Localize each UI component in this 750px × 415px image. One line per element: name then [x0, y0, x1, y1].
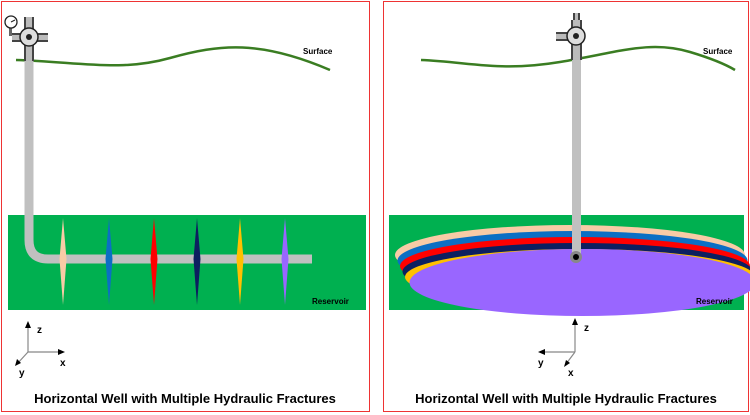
- y-arrow-icon: [15, 359, 21, 366]
- axis-z-label: z: [584, 323, 589, 334]
- fracture-6: [409, 249, 750, 316]
- surface-label: Surface: [303, 47, 333, 56]
- caption-right: Horizontal Well with Multiple Hydraulic …: [415, 391, 717, 406]
- wellhead-icon: [12, 17, 48, 61]
- wellbore: [24, 42, 312, 264]
- fracture-4: [193, 218, 201, 305]
- axis-y-label: y: [538, 358, 544, 369]
- reservoir-label: Reservoir: [696, 297, 733, 306]
- surface-label: Surface: [703, 47, 733, 56]
- z-arrow-icon: [25, 321, 31, 328]
- wellbore-hole-icon: [573, 254, 579, 260]
- x-arrow-icon: [564, 360, 570, 367]
- fracture-6: [281, 218, 289, 305]
- wellhead-icon: [556, 13, 586, 60]
- axis-x-label: x: [60, 358, 66, 369]
- axes-icon: [542, 322, 576, 365]
- z-arrow-icon: [572, 318, 578, 325]
- reservoir-label: Reservoir: [312, 297, 349, 306]
- axis-x-label: x: [568, 368, 574, 379]
- panel-horizontal-well-side-view: [1, 1, 370, 412]
- y-arrow-icon: [538, 349, 545, 355]
- fracture-5: [236, 218, 244, 305]
- caption-left: Horizontal Well with Multiple Hydraulic …: [34, 391, 336, 406]
- surface-line: [420, 45, 736, 72]
- fracture-2: [105, 218, 113, 305]
- axis-y-label: y: [19, 368, 25, 379]
- axis-z-label: z: [37, 325, 42, 336]
- surface-line: [15, 46, 331, 72]
- wellbore: [572, 55, 581, 255]
- panel-horizontal-well-end-view: [383, 1, 749, 412]
- x-arrow-icon: [58, 349, 65, 355]
- pressure-gauge-icon: [4, 15, 18, 36]
- fracture-1: [59, 218, 67, 305]
- fracture-3: [150, 218, 158, 305]
